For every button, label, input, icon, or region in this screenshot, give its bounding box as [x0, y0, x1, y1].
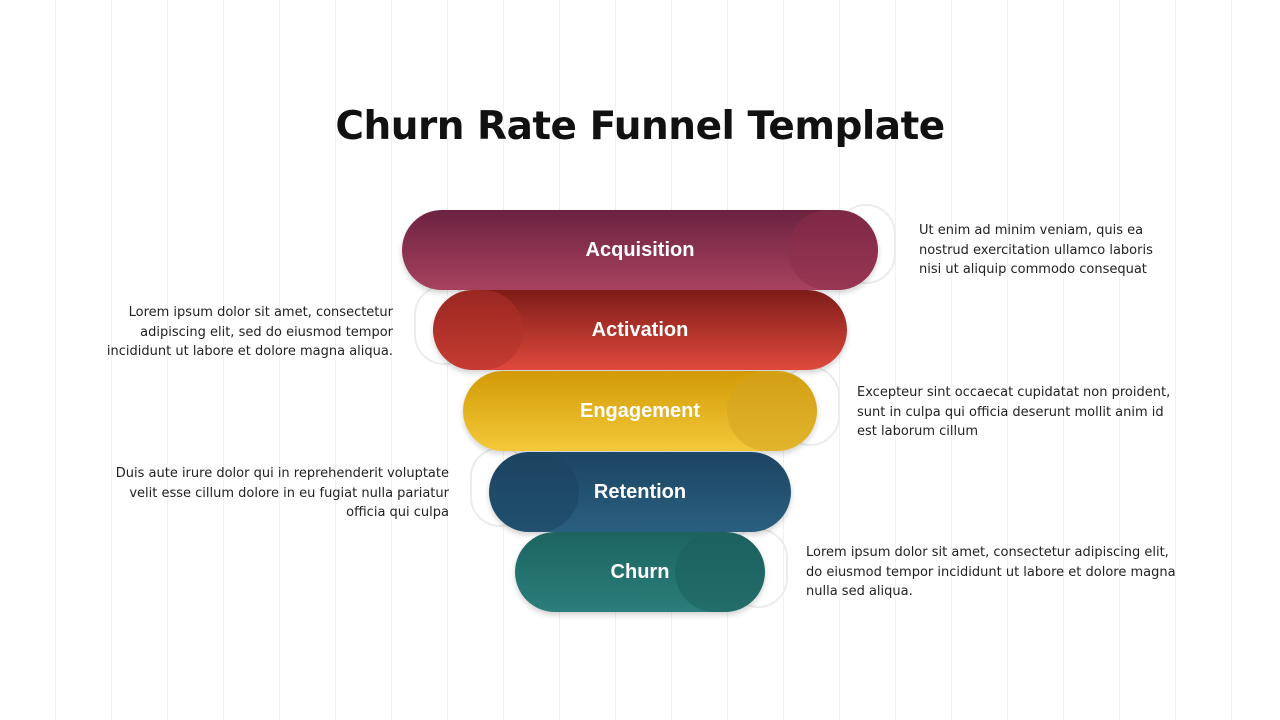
- stage-label-churn: Churn: [610, 560, 670, 583]
- funnel-stage-engagement: Engagement: [463, 371, 817, 451]
- stage-fold-shade: [788, 210, 878, 290]
- description-acquisition: Ut enim ad minim veniam, quis ea nostrud…: [919, 223, 1153, 277]
- stage-fold-shade: [675, 532, 765, 612]
- page-title: Churn Rate Funnel Template: [335, 104, 945, 149]
- description-retention: Duis aute irure dolor qui in reprehender…: [115, 466, 449, 520]
- description-churn: Lorem ipsum dolor sit amet, consectetur …: [806, 545, 1176, 599]
- stage-label-retention: Retention: [593, 480, 687, 503]
- stage-label-engagement: Engagement: [579, 399, 701, 422]
- stage-fold-shade: [727, 371, 817, 451]
- stage-fold-shade: [489, 452, 579, 532]
- stage-fold-shade: [433, 290, 523, 370]
- stage-label-acquisition: Acquisition: [585, 238, 695, 261]
- funnel-stage-acquisition: Acquisition: [402, 210, 878, 290]
- funnel-stage-retention: Retention: [489, 452, 791, 532]
- stage-label-activation: Activation: [591, 318, 689, 341]
- funnel-stage-activation: Activation: [433, 290, 847, 370]
- description-activation: Lorem ipsum dolor sit amet, consectetur …: [106, 305, 393, 359]
- description-engagement: Excepteur sint occaecat cupidatat non pr…: [857, 385, 1171, 439]
- funnel-stage-churn: Churn: [515, 532, 765, 612]
